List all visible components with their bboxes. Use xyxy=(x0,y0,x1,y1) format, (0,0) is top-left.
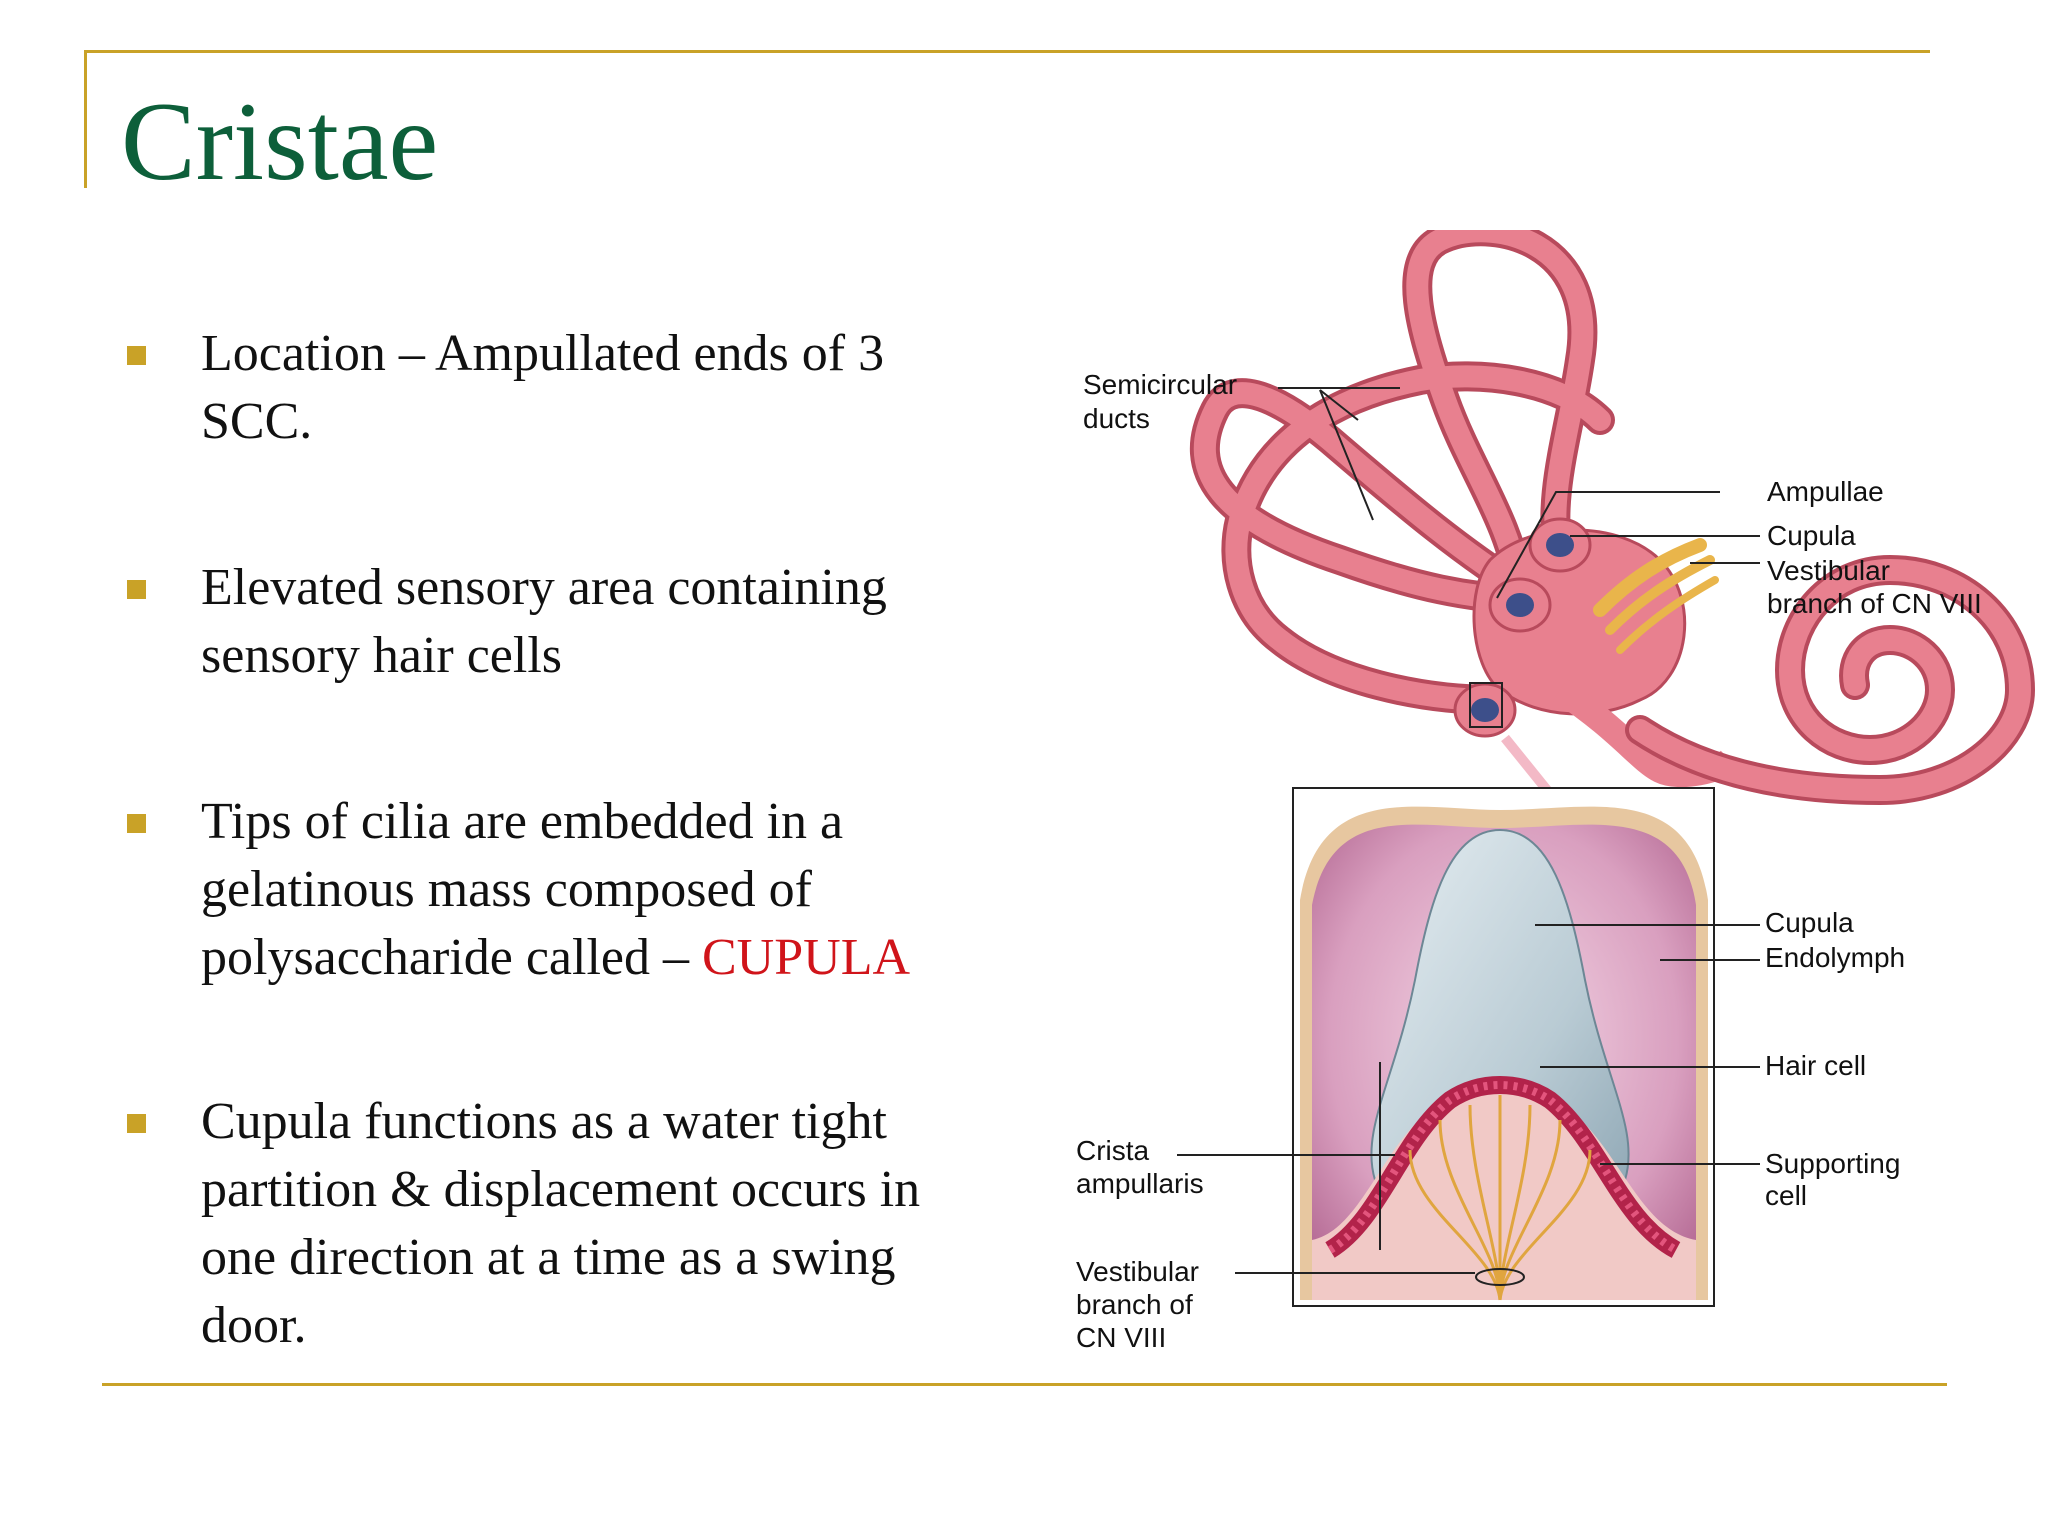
top-rule xyxy=(84,50,1930,53)
cupula-highlight: CUPULA xyxy=(701,929,911,986)
label-supporting-2: cell xyxy=(1765,1180,1807,1211)
hair-cells xyxy=(1325,1076,1681,1258)
square-bullet-icon xyxy=(127,814,146,833)
inner-ear-figure: Semicircular ducts Ampullae Cupula Vesti… xyxy=(1040,230,2048,1370)
label-vb-bottom-2: branch of xyxy=(1076,1289,1193,1320)
semicircular-ducts xyxy=(1190,230,1615,715)
figure-labels: Semicircular ducts Ampullae Cupula Vesti… xyxy=(1076,369,1982,1353)
bullet-list: Location – Ampullated ends of 3 SCC. Ele… xyxy=(125,320,985,1458)
bullet-item: Cupula functions as a water tight partit… xyxy=(125,1088,985,1360)
label-vb-bottom-1: Vestibular xyxy=(1076,1256,1199,1287)
label-ampullae: Ampullae xyxy=(1767,476,1884,507)
bullet-item: Elevated sensory area containing sensory… xyxy=(125,554,985,690)
bullet-text: Cupula functions as a water tight partit… xyxy=(201,1093,921,1354)
crista-diagram: Semicircular ducts Ampullae Cupula Vesti… xyxy=(1076,230,2036,1353)
crista-detail xyxy=(1292,787,1715,1307)
nerve-fibers xyxy=(1408,1095,1592,1301)
bullet-text: Elevated sensory area containing sensory… xyxy=(201,559,887,684)
cochlea xyxy=(1625,554,2036,806)
label-cupula: Cupula xyxy=(1765,907,1854,938)
ampullae xyxy=(1453,517,1592,738)
label-ducts: ducts xyxy=(1083,403,1150,434)
left-rule xyxy=(84,50,87,188)
leader-lines xyxy=(1177,387,1760,1274)
bullet-text: Location – Ampullated ends of 3 SCC. xyxy=(201,325,885,450)
slide-title: Cristae xyxy=(121,80,439,204)
bullet-item: Location – Ampullated ends of 3 SCC. xyxy=(125,320,985,456)
vestibular-nerve-top xyxy=(1593,538,1719,654)
label-vestibular-top-2: branch of CN VIII xyxy=(1767,588,1982,619)
label-crista-2: ampullaris xyxy=(1076,1168,1204,1199)
bullet-text: Tips of cilia are embedded in a gelatino… xyxy=(201,793,844,986)
label-supporting-1: Supporting xyxy=(1765,1148,1900,1179)
label-vestibular-top-1: Vestibular xyxy=(1767,555,1890,586)
bullet-item: Tips of cilia are embedded in a gelatino… xyxy=(125,788,985,992)
label-hair-cell: Hair cell xyxy=(1765,1050,1866,1081)
square-bullet-icon xyxy=(127,580,146,599)
label-vb-bottom-3: CN VIII xyxy=(1076,1322,1166,1353)
square-bullet-icon xyxy=(127,1114,146,1133)
label-cupula-top: Cupula xyxy=(1767,520,1856,551)
label-crista-1: Crista xyxy=(1076,1135,1150,1166)
square-bullet-icon xyxy=(127,346,146,365)
bottom-rule xyxy=(102,1383,1947,1386)
label-semicircular: Semicircular xyxy=(1083,369,1237,400)
label-endolymph: Endolymph xyxy=(1765,942,1905,973)
